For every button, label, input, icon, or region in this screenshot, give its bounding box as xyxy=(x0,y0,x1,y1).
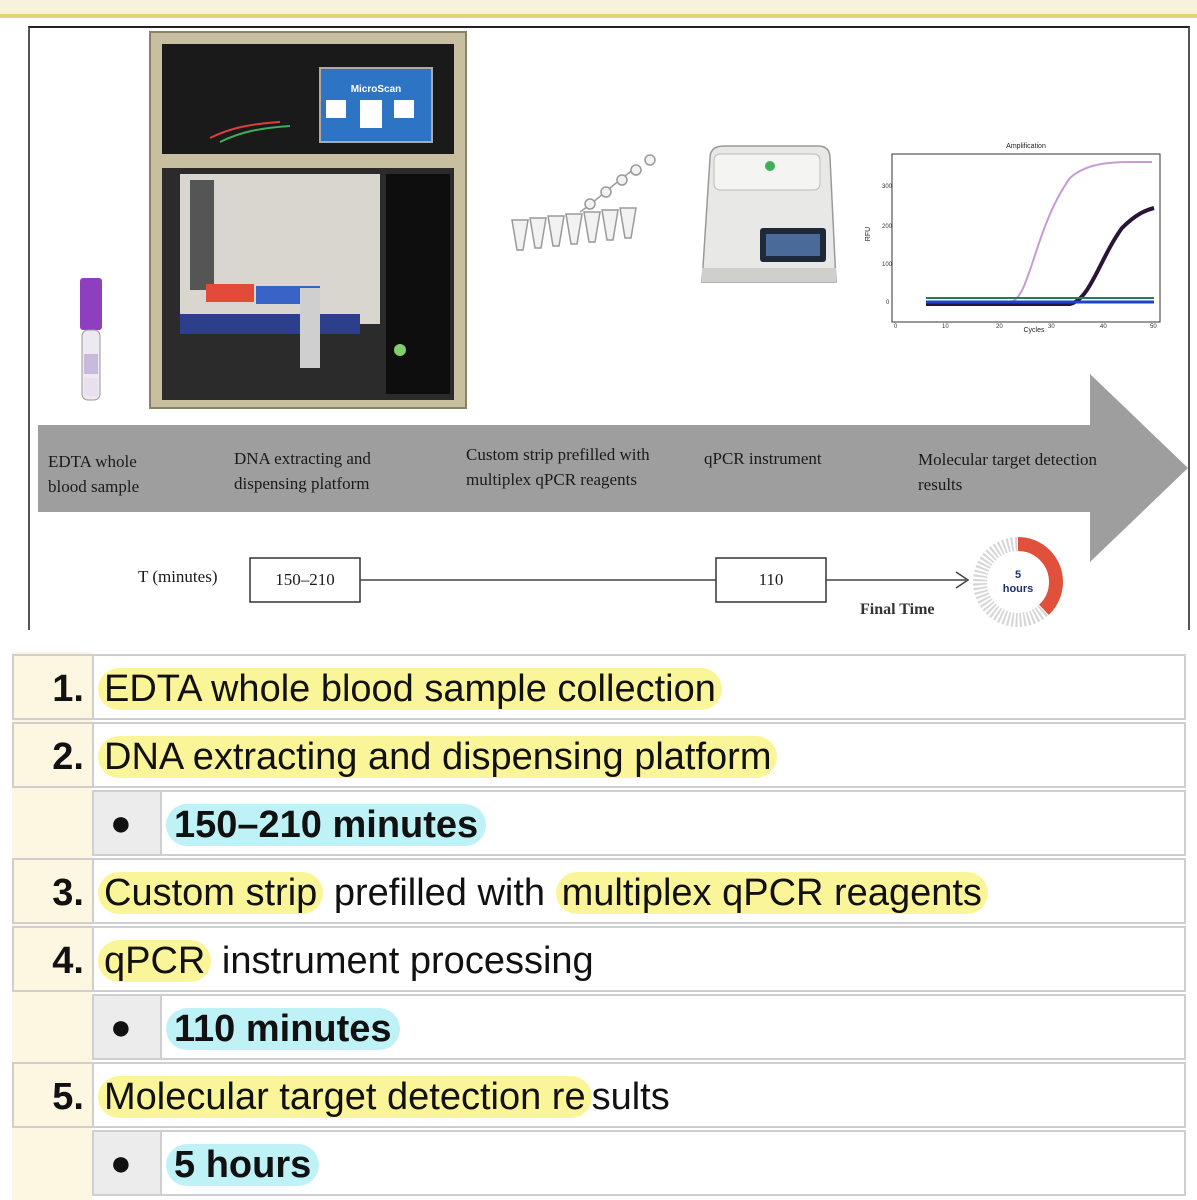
label-step4: qPCR instrument xyxy=(704,449,822,468)
amplification-plot: Amplification Cycles RFU 300 200 100 0 0… xyxy=(865,143,1161,334)
svg-text:200: 200 xyxy=(882,224,893,230)
step-row: 3. Custom strip prefilled with multiplex … xyxy=(12,858,1186,924)
highlighted-phrase: DNA extracting and dispensing platform xyxy=(98,736,778,778)
step-text: qPCR instrument processing xyxy=(98,940,594,983)
step-text: Custom strip prefilled with multiplex qP… xyxy=(98,872,988,915)
step-duration: 5 hours xyxy=(166,1144,320,1187)
step-text: EDTA whole blood sample collection xyxy=(98,668,722,711)
process-arrow xyxy=(38,374,1188,562)
step-number: 4. xyxy=(52,940,84,982)
timeline-box-1-text: 150–210 xyxy=(275,570,335,589)
top-accent-bar xyxy=(0,0,1197,18)
highlighted-phrase: EDTA whole blood sample collection xyxy=(98,668,722,710)
workflow-illustration: Amplification Cycles RFU 300 200 100 0 0… xyxy=(38,31,1188,627)
step-number: 1. xyxy=(52,668,84,710)
svg-text:40: 40 xyxy=(1100,324,1107,330)
step-number: 3. xyxy=(52,872,84,914)
step-number-cell: 4. xyxy=(14,928,94,990)
screen-title: MicroScan xyxy=(351,84,402,95)
timeline-label: T (minutes) xyxy=(138,567,217,586)
plain-phrase: prefilled with xyxy=(323,872,556,914)
plain-phrase: instrument processing xyxy=(211,940,594,982)
svg-text:0: 0 xyxy=(894,324,898,330)
step-number: 5. xyxy=(52,1076,84,1118)
donut-unit: hours xyxy=(1003,583,1034,595)
svg-text:30: 30 xyxy=(1048,324,1055,330)
blood-tube-image xyxy=(80,278,102,401)
bullet-icon: ● xyxy=(110,802,132,843)
step-number: 2. xyxy=(52,736,84,778)
bullet-cell: ● xyxy=(94,792,162,854)
pcr-strip-image xyxy=(511,154,656,251)
step-duration-row: ● 110 minutes xyxy=(92,994,1186,1060)
highlighted-phrase: qPCR xyxy=(98,940,212,982)
svg-text:300: 300 xyxy=(882,184,893,190)
step-row: 4. qPCR instrument processing xyxy=(12,926,1186,992)
extraction-platform-image xyxy=(149,31,467,409)
svg-text:10: 10 xyxy=(942,324,949,330)
plot-xlabel: Cycles xyxy=(1023,327,1045,334)
duration-highlight: 5 hours xyxy=(166,1144,320,1186)
label-step3: Custom strip prefilled with multiplex qP… xyxy=(466,445,654,489)
plot-title: Amplification xyxy=(1006,143,1046,150)
step-row: 1. EDTA whole blood sample collection xyxy=(12,654,1186,720)
qpcr-instrument-image xyxy=(701,145,837,283)
bullet-cell: ● xyxy=(94,1132,162,1194)
plot-ylabel: RFU xyxy=(865,227,872,241)
label-step2: DNA extracting and dispensing platform xyxy=(234,449,375,493)
label-step5: Molecular target detection results xyxy=(918,450,1101,494)
step-number-cell: 3. xyxy=(14,860,94,922)
step-row: 2. DNA extracting and dispensing platform xyxy=(12,722,1186,788)
svg-text:20: 20 xyxy=(996,324,1003,330)
donut-value: 5 xyxy=(1015,569,1021,581)
step-duration: 110 minutes xyxy=(166,1008,400,1051)
svg-text:0: 0 xyxy=(886,300,890,306)
highlighted-phrase: Custom strip xyxy=(98,872,324,914)
bullet-icon: ● xyxy=(110,1006,132,1047)
highlighted-phrase: multiplex qPCR reagents xyxy=(555,872,988,914)
step-text: DNA extracting and dispensing platform xyxy=(98,736,778,779)
bullet-cell: ● xyxy=(94,996,162,1058)
final-time-donut: 5 hours xyxy=(973,537,1063,627)
duration-highlight: 150–210 minutes xyxy=(166,804,487,846)
step-number-cell: 2. xyxy=(14,724,94,786)
duration-highlight: 110 minutes xyxy=(166,1008,400,1050)
step-duration-row: ● 150–210 minutes xyxy=(92,790,1186,856)
bullet-icon: ● xyxy=(110,1142,132,1183)
step-duration: 150–210 minutes xyxy=(166,804,487,847)
timeline-box-1 xyxy=(249,557,361,603)
plain-phrase: sults xyxy=(591,1076,670,1118)
svg-text:100: 100 xyxy=(882,262,893,268)
timeline-box-2-text: 110 xyxy=(759,570,784,589)
step-number-cell: 1. xyxy=(14,656,94,718)
highlighted-phrase: Molecular target detection re xyxy=(98,1076,592,1118)
label-step1: EDTA whole blood sample xyxy=(48,452,141,496)
workflow-figure: Amplification Cycles RFU 300 200 100 0 0… xyxy=(28,26,1190,630)
svg-text:50: 50 xyxy=(1150,324,1157,330)
step-number-cell: 5. xyxy=(14,1064,94,1126)
final-time-label: Final Time xyxy=(860,601,935,618)
timeline-box-2 xyxy=(715,557,827,603)
step-duration-row: ● 5 hours xyxy=(92,1130,1186,1196)
